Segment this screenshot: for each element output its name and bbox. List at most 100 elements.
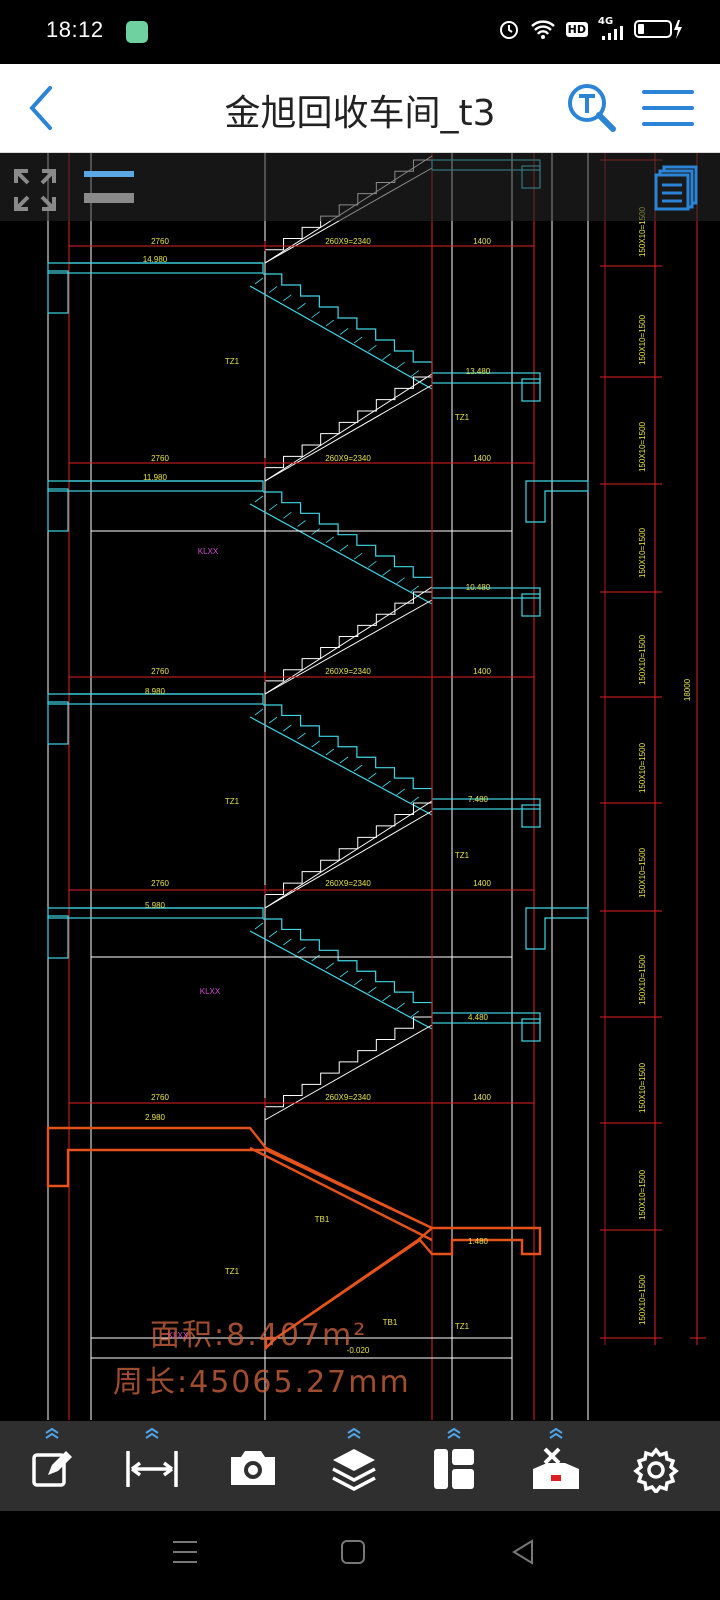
annotate-tool[interactable] bbox=[2, 1421, 102, 1511]
hatch bbox=[339, 328, 349, 335]
hatch bbox=[297, 946, 306, 954]
hatch bbox=[410, 796, 420, 804]
drawing-label: 14.980 bbox=[143, 255, 168, 264]
wall-section bbox=[47, 915, 69, 959]
drawing-label: 1.480 bbox=[468, 1237, 489, 1246]
sheets-button[interactable] bbox=[652, 163, 700, 211]
tools-tool[interactable] bbox=[506, 1421, 606, 1511]
layout-tool[interactable] bbox=[404, 1421, 504, 1511]
sheets-icon bbox=[654, 165, 698, 211]
settings-tool[interactable] bbox=[606, 1421, 706, 1511]
back-button[interactable] bbox=[22, 84, 62, 132]
hamburger-icon bbox=[642, 90, 694, 126]
page-title: 金旭回收车间_t3 bbox=[224, 93, 496, 134]
layers-icon bbox=[332, 1449, 376, 1491]
hatch bbox=[339, 970, 349, 978]
text-search-button[interactable] bbox=[566, 82, 618, 134]
drawing-label: TZ1 bbox=[455, 851, 470, 860]
wall-section bbox=[47, 488, 69, 532]
dimension-tool[interactable] bbox=[102, 1421, 202, 1511]
drawing-label: 2.980 bbox=[145, 1113, 166, 1122]
hatch bbox=[396, 1002, 405, 1010]
hatch bbox=[325, 319, 335, 327]
drawing-label: TZ1 bbox=[225, 357, 240, 366]
hatch bbox=[283, 724, 292, 732]
hatch bbox=[311, 528, 320, 535]
line-style-toggle[interactable] bbox=[84, 167, 134, 207]
app-notification-icon bbox=[126, 21, 148, 43]
hatch bbox=[254, 708, 264, 716]
back-triangle-icon bbox=[512, 1539, 533, 1565]
hatch bbox=[353, 336, 363, 344]
stair-flight bbox=[264, 591, 432, 692]
stair-line bbox=[264, 599, 433, 695]
hatch bbox=[396, 361, 405, 369]
status-bar: 18:12 HD 4G bbox=[0, 0, 720, 64]
perimeter-readout: 周长:45065.27mm bbox=[113, 1365, 411, 1400]
hatch bbox=[368, 772, 377, 780]
recents-button[interactable] bbox=[170, 1539, 210, 1573]
drawing-label: 150X10=1500 bbox=[638, 847, 647, 898]
beam-bracket bbox=[525, 907, 589, 950]
drawing-label: TZ1 bbox=[455, 413, 470, 422]
text-search-icon bbox=[568, 84, 616, 132]
drawing-label: TZ1 bbox=[455, 1322, 470, 1331]
hatch bbox=[268, 930, 278, 938]
screenshot-tool[interactable] bbox=[203, 1421, 303, 1511]
hatch bbox=[254, 495, 264, 503]
hatch bbox=[382, 569, 391, 576]
drawing-label: 5.980 bbox=[145, 901, 166, 910]
drawing-label: TZ1 bbox=[225, 1267, 240, 1276]
drawing-label: 150X10=1500 bbox=[638, 1169, 647, 1220]
landing-beam bbox=[521, 378, 541, 402]
drawing-label: 2760 bbox=[151, 879, 169, 888]
gear-icon bbox=[633, 1447, 679, 1493]
landing-beam bbox=[521, 593, 541, 617]
back-nav-button[interactable] bbox=[510, 1539, 550, 1573]
pencil-icon bbox=[32, 1451, 72, 1487]
title-bar: 金旭回收车间_t3 bbox=[0, 64, 720, 153]
stair-soffit bbox=[264, 373, 433, 482]
hatch bbox=[283, 512, 292, 519]
drawing-label: -0.020 bbox=[347, 1346, 370, 1355]
layers-tool[interactable] bbox=[304, 1421, 404, 1511]
stair-flight bbox=[263, 918, 433, 1013]
drawing-label: 260X9=2340 bbox=[325, 879, 371, 888]
menu-button[interactable] bbox=[640, 86, 696, 130]
wifi-icon bbox=[530, 20, 555, 39]
drawing-label: TB1 bbox=[315, 1215, 330, 1224]
hd-badge: HD bbox=[565, 21, 588, 37]
system-nav-bar bbox=[0, 1511, 720, 1600]
drawing-label: 260X9=2340 bbox=[325, 1093, 371, 1102]
hatch bbox=[339, 756, 349, 764]
bottom-toolbar bbox=[0, 1421, 720, 1511]
canvas-overlay-bar bbox=[0, 153, 720, 221]
hatch bbox=[410, 1010, 420, 1018]
hatch bbox=[311, 311, 320, 318]
drawing-label: 260X9=2340 bbox=[325, 454, 371, 463]
hatch bbox=[339, 544, 349, 552]
network-type: 4G bbox=[598, 16, 614, 27]
drawing-label: 7.480 bbox=[468, 795, 489, 804]
hatch bbox=[382, 994, 391, 1002]
hatch bbox=[368, 986, 377, 994]
status-icons: HD 4G bbox=[498, 16, 684, 40]
drawing-label: 10.480 bbox=[466, 583, 491, 592]
hatch bbox=[297, 732, 306, 740]
selected-outline bbox=[46, 1126, 542, 1351]
drawing-label: 260X9=2340 bbox=[325, 237, 371, 246]
expand-icon bbox=[14, 169, 56, 211]
drawing-label: 1400 bbox=[473, 1093, 491, 1102]
stair-soffit bbox=[264, 800, 433, 909]
status-time: 18:12 bbox=[46, 17, 104, 42]
chevron-up-icon bbox=[447, 1427, 461, 1439]
hatch bbox=[254, 277, 264, 285]
home-button[interactable] bbox=[340, 1539, 380, 1573]
drawing-label: TB1 bbox=[383, 1318, 398, 1327]
recents-icon bbox=[173, 1541, 197, 1563]
hatch bbox=[283, 294, 292, 302]
alarm-icon bbox=[499, 21, 518, 39]
fullscreen-button[interactable] bbox=[12, 167, 58, 213]
